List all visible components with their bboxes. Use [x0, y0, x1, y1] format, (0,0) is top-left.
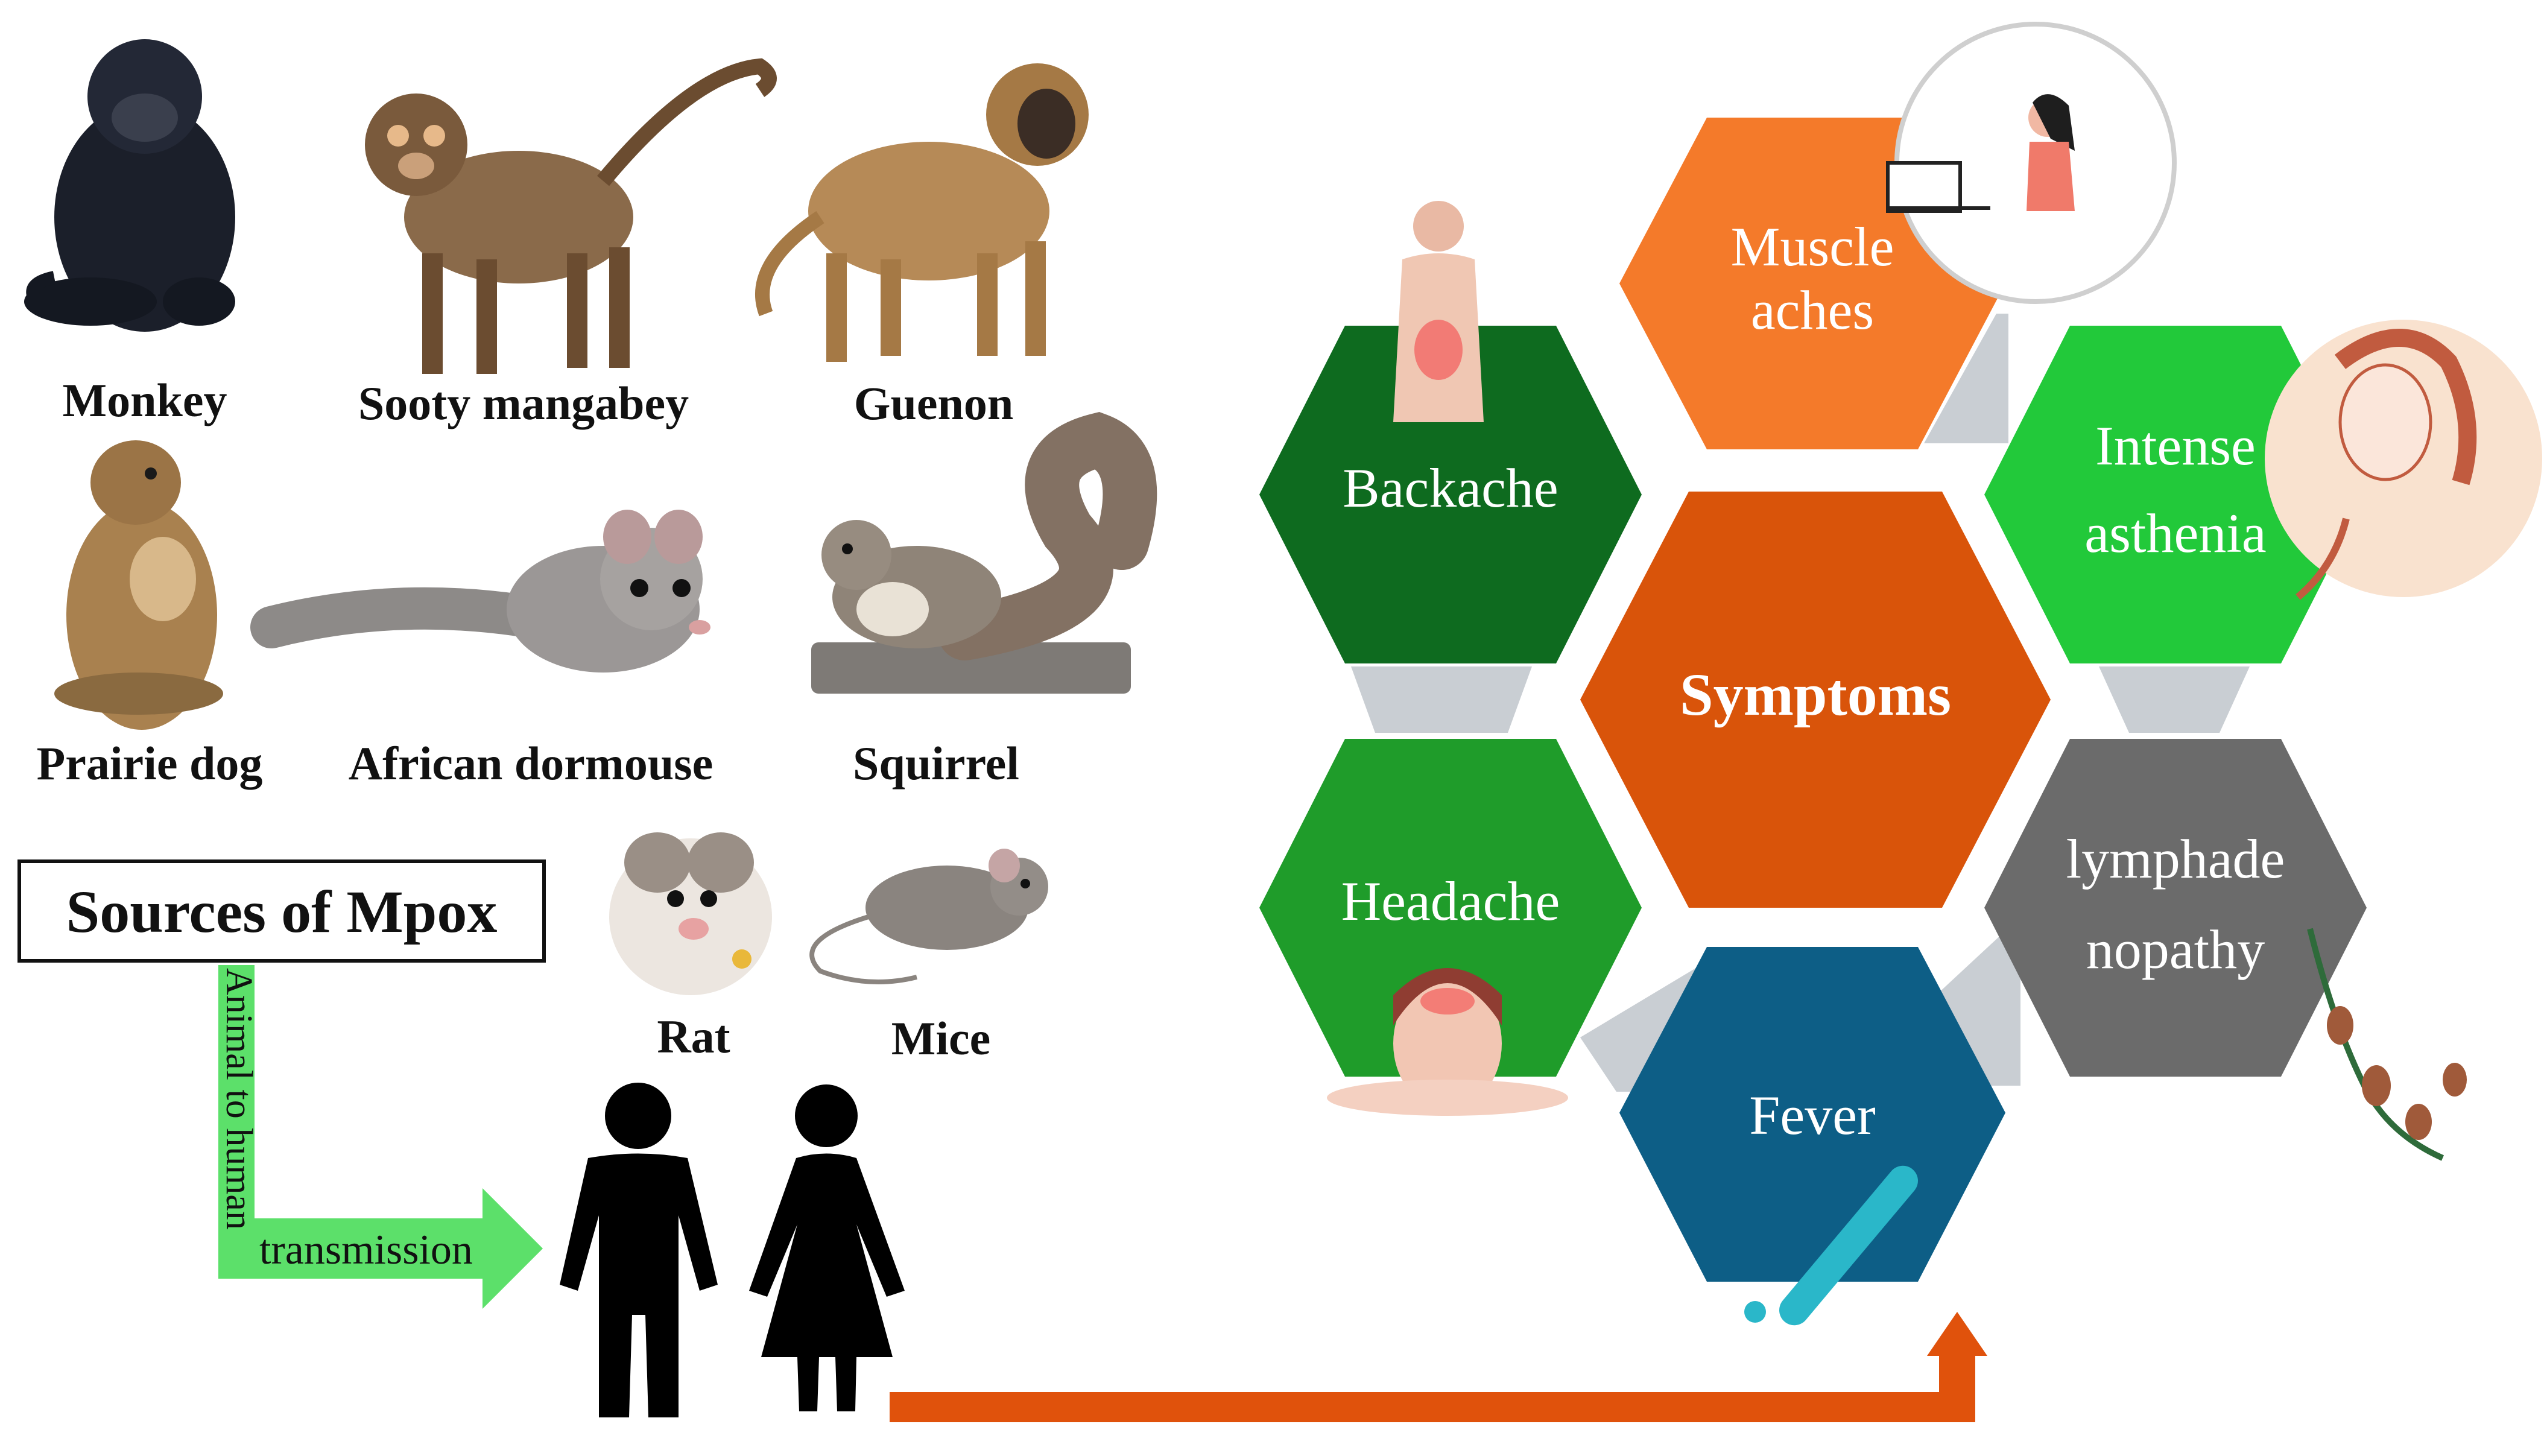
rat-label: Rat — [657, 1010, 730, 1063]
fever-label: Fever — [1749, 1084, 1875, 1146]
monkey-image — [24, 39, 235, 332]
african-dormouse-label: African dormouse — [349, 737, 713, 790]
headache-label: Headache — [1341, 870, 1560, 932]
guenon-label: Guenon — [854, 377, 1013, 429]
muscle-aches-line1: Muscle — [1731, 216, 1894, 277]
hex-fever — [1619, 947, 2005, 1282]
thermometer-icon — [1744, 1165, 1918, 1326]
lymphadenopathy-line2: nopathy — [2086, 919, 2265, 980]
animal-to-human-text: Animal to human — [218, 968, 259, 1230]
hex-lymphadenopathy — [1984, 739, 2367, 1077]
prairie-dog-image — [54, 440, 223, 730]
sources-title: Sources of Mpox — [66, 878, 498, 945]
sources-box — [17, 859, 546, 963]
animal-to-human-arrow — [218, 965, 543, 1309]
sooty-mangabey-image — [365, 58, 777, 374]
squirrel-image — [811, 411, 1157, 694]
squirrel-label: Squirrel — [853, 737, 1019, 790]
hex-backache — [1259, 326, 1642, 663]
mice-image — [809, 849, 1048, 984]
lymphadenopathy-line1: lymphade — [2066, 828, 2285, 890]
muscle-aches-line2: aches — [1751, 279, 1874, 341]
lymph-nodes-image — [2307, 928, 2467, 1161]
african-dormouse-image — [250, 510, 710, 673]
hex-intense-asthenia — [1984, 326, 2367, 663]
back-pain-image — [1393, 201, 1484, 422]
mice-label: Mice — [891, 1012, 991, 1065]
man-icon — [560, 1083, 718, 1417]
backache-label: Backache — [1343, 457, 1558, 519]
woman-icon — [749, 1084, 905, 1411]
headache-face-image — [1327, 968, 1568, 1116]
to-symptoms-arrow — [890, 1312, 1987, 1422]
hex-headache — [1259, 739, 1642, 1077]
intense-asthenia-line2: asthenia — [2084, 502, 2266, 564]
prairie-dog-label: Prairie dog — [37, 737, 263, 790]
symptoms-center-label: Symptoms — [1680, 661, 1951, 728]
sick-woman-image — [2265, 320, 2542, 600]
desk-worker-image — [1886, 22, 2177, 304]
guenon-image — [755, 63, 1089, 362]
sooty-mangabey-label: Sooty mangabey — [358, 377, 689, 429]
hex-symptoms — [1580, 492, 2051, 908]
symptoms-cluster: Muscle aches Backache Intense asthenia S… — [1259, 22, 2542, 1326]
monkey-label: Monkey — [63, 374, 227, 426]
rat-image — [609, 832, 772, 995]
intense-asthenia-line1: Intense — [2095, 415, 2256, 476]
animal-sources-panel: Monkey Sooty mangabey Guenon — [17, 39, 1987, 1422]
transmission-text: transmission — [259, 1227, 473, 1273]
